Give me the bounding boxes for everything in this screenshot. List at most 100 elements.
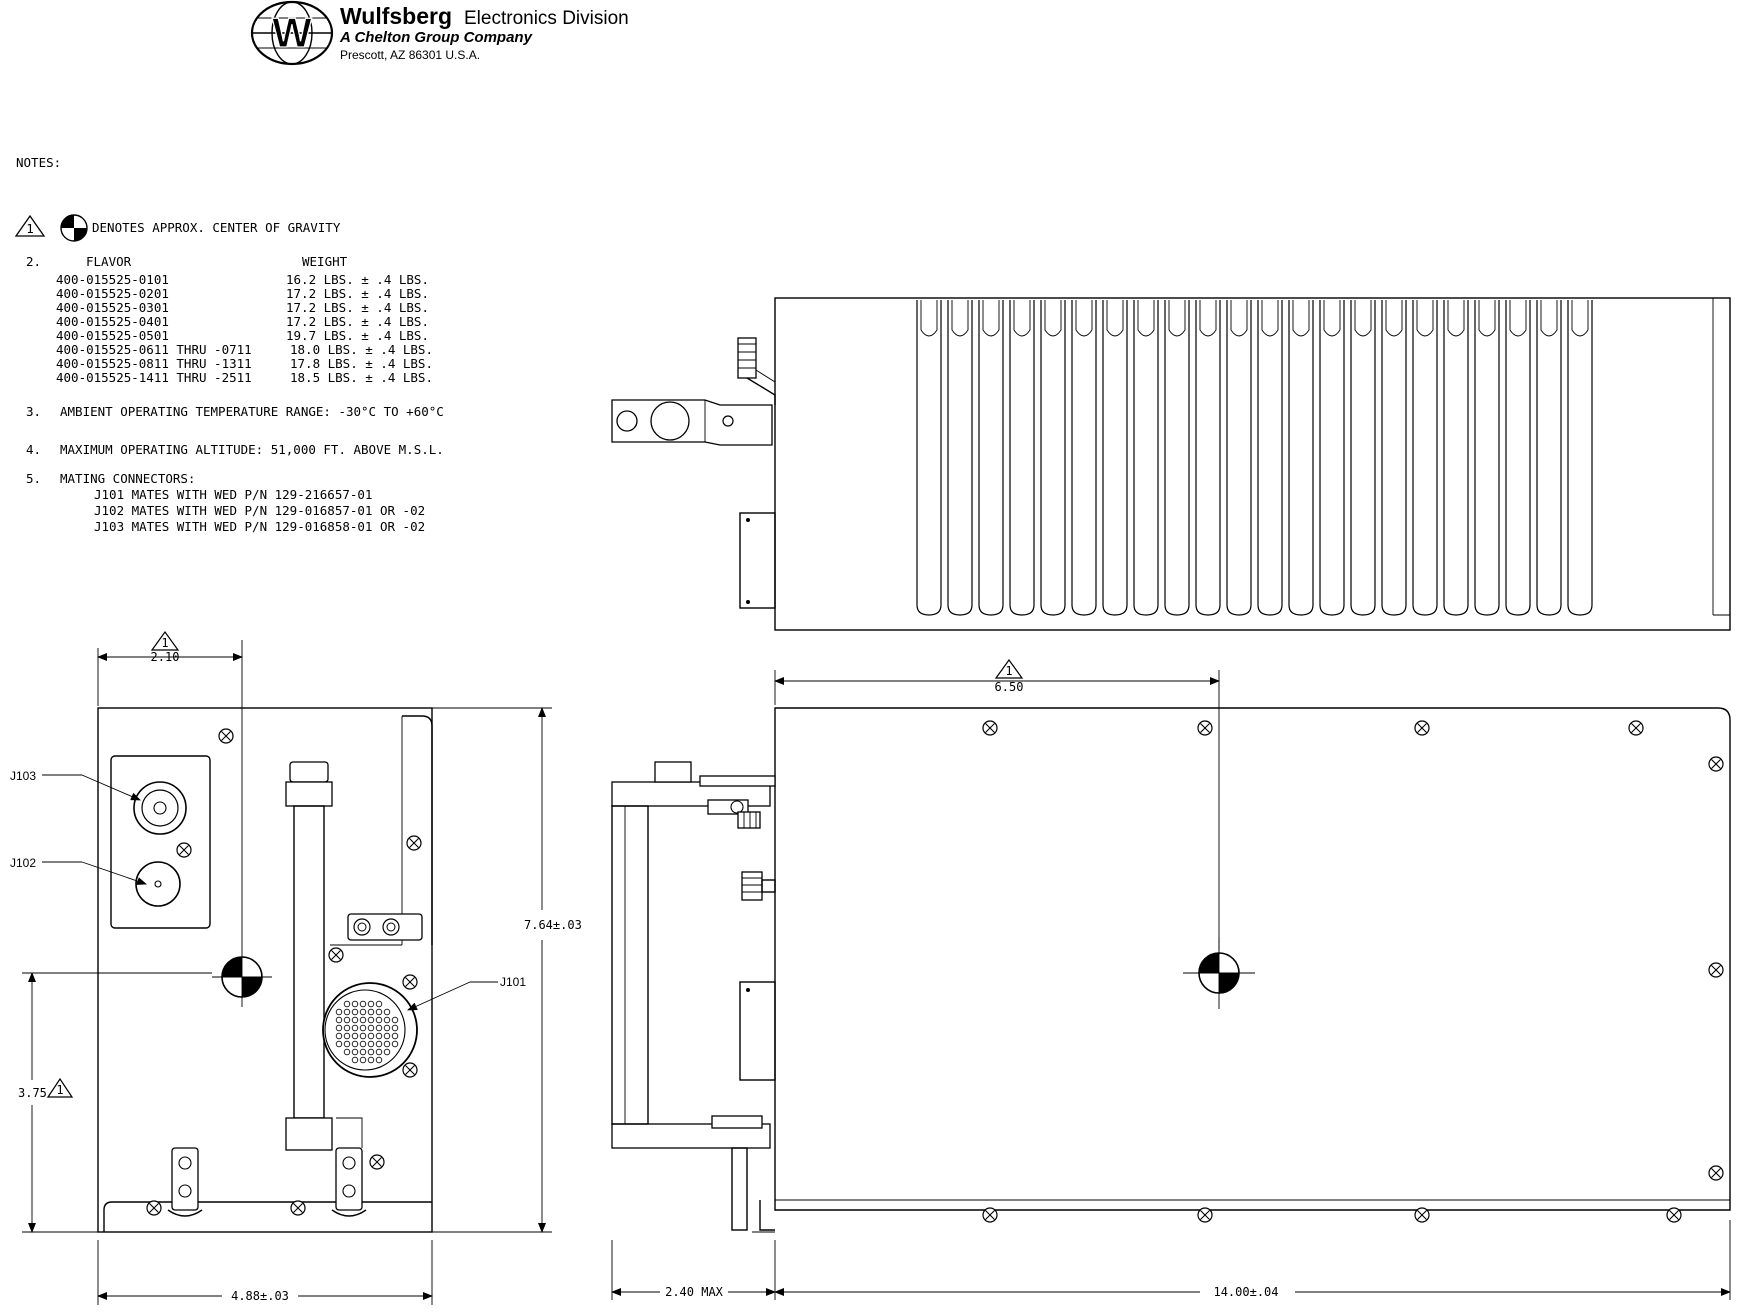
front-dim-width-text: 4.88±.03: [231, 1289, 289, 1303]
heatsink-fin-inner: [1106, 300, 1124, 337]
heatsink-fin-inner: [1075, 300, 1093, 337]
mating-connector: J101 MATES WITH WED P/N 129-216657-01: [94, 487, 372, 502]
note-2-number: 2.: [26, 254, 41, 269]
heatsink-fin: [1474, 300, 1500, 616]
mounting-block: [331, 1117, 367, 1217]
side-bracket: [739, 512, 776, 609]
connector-pin: [359, 1000, 367, 1008]
heatsink-fin: [947, 300, 973, 616]
heatsink-fin-inner: [1478, 300, 1496, 337]
heatsink-fin-inner: [951, 300, 969, 337]
flavor-weight: 17.2 LBS. ± .4 LBS.: [286, 314, 429, 329]
flavor-header: FLAVOR: [86, 254, 132, 269]
connector-pin: [351, 1032, 359, 1040]
flavor-part: 400-015525-0811 THRU -1311: [56, 356, 252, 371]
heatsink-fin: [1164, 300, 1190, 616]
side-dim-length-text: 14.00±.04: [1213, 1285, 1278, 1299]
connector-pin: [359, 1040, 367, 1048]
connector-pin: [383, 1032, 391, 1040]
side-view-body: [774, 707, 1731, 1211]
flavor-weight: 18.0 LBS. ± .4 LBS.: [290, 342, 433, 357]
heatsink-fin-inner: [1540, 300, 1558, 337]
note-1-number: 1: [26, 221, 34, 236]
connector-pin: [359, 1008, 367, 1016]
connector-pin: [367, 1056, 375, 1064]
heatsink-fin: [1071, 300, 1097, 616]
company-subtitle: A Chelton Group Company: [339, 29, 533, 46]
note-3-text: AMBIENT OPERATING TEMPERATURE RANGE: -30…: [60, 404, 444, 419]
front-view-labels: J103 J102 J101: [10, 769, 526, 1011]
connector-pin: [343, 1040, 351, 1048]
j101-connector: [322, 982, 418, 1078]
front-dim-left-flag-number: 1: [56, 1083, 63, 1097]
flavor-weight: 19.7 LBS. ± .4 LBS.: [286, 328, 429, 343]
label-j103: J103: [10, 769, 36, 783]
heatsink-fin-inner: [1447, 300, 1465, 337]
heatsink-fin-inner: [1168, 300, 1186, 337]
connector-pin: [343, 1008, 351, 1016]
heatsink-fin: [1443, 300, 1469, 616]
connector-plate: [110, 755, 211, 929]
front-handle: [285, 761, 333, 1151]
connector-pin: [367, 1040, 375, 1048]
connector-pin: [335, 1016, 343, 1024]
heatsink-fin-inner: [1261, 300, 1279, 337]
connector-pin: [359, 1056, 367, 1064]
connector-pin: [375, 1000, 383, 1008]
flavor-part: 400-015525-0101: [56, 272, 169, 287]
connector-pin: [375, 1056, 383, 1064]
connector-pin: [335, 1008, 343, 1016]
connector-pin: [375, 1048, 383, 1056]
connector-pin: [383, 1008, 391, 1016]
mounting-block: [167, 1147, 203, 1217]
front-view: [97, 640, 433, 1233]
flavor-table: 400-015525-0101 16.2 LBS. ± .4 LBS. 400-…: [56, 272, 433, 385]
heatsink-fin: [1505, 300, 1531, 616]
heatsink-fin-inner: [1354, 300, 1372, 337]
connector-pin: [391, 1016, 399, 1024]
front-dim-height-text: 7.64±.03: [524, 918, 582, 932]
connector-pin: [351, 1048, 359, 1056]
note-1-flag: 1: [14, 214, 46, 237]
connector-pin: [367, 1024, 375, 1032]
heatsink-fins: [916, 300, 1593, 616]
company-name: Wulfsberg: [340, 3, 452, 29]
connector-pin: [367, 1032, 375, 1040]
connector-pin: [351, 1008, 359, 1016]
connector-pin: [367, 1048, 375, 1056]
bus-bar-terminal: [611, 399, 773, 446]
heatsink-fin: [1009, 300, 1035, 616]
heatsink-fin: [1288, 300, 1314, 616]
company-address: Prescott, AZ 86301 U.S.A.: [340, 48, 480, 62]
connector-pin: [335, 1024, 343, 1032]
side-dim-left-text: 2.40 MAX: [665, 1285, 724, 1299]
note-1-text: DENOTES APPROX. CENTER OF GRAVITY: [92, 220, 341, 235]
connector-pin: [343, 1016, 351, 1024]
heatsink-fin: [1133, 300, 1159, 616]
side-view-dimensions: 1 6.50 2.40 MAX 14.00±.04: [611, 658, 1731, 1300]
connector-pins: [335, 1000, 399, 1064]
front-dim-left-text: 3.75: [18, 1086, 47, 1100]
heatsink-fin: [1040, 300, 1066, 616]
connector-pin: [343, 1000, 351, 1008]
connector-pin: [375, 1008, 383, 1016]
label-j102: J102: [10, 856, 36, 870]
connector-pin: [351, 1016, 359, 1024]
front-view-dimensions: 1 2.10 7.64±.03 3.75 1 4.88±.03: [18, 630, 582, 1305]
carry-handle: [611, 761, 776, 1231]
flavor-part: 400-015525-0301: [56, 300, 169, 315]
connector-pin: [367, 1016, 375, 1024]
connector-pin: [391, 1024, 399, 1032]
flavor-part: 400-015525-0501: [56, 328, 169, 343]
j102-connector: [135, 861, 181, 907]
logo-letter: W: [272, 9, 312, 56]
heatsink-fin: [1381, 300, 1407, 616]
connector-pin: [359, 1016, 367, 1024]
heatsink-fin-inner: [982, 300, 1000, 337]
connector-pin: [375, 1032, 383, 1040]
side-bracket: [739, 981, 776, 1081]
connector-pin: [391, 1040, 399, 1048]
heatsink-fin-inner: [1230, 300, 1248, 337]
top-view-body: [774, 297, 1731, 631]
